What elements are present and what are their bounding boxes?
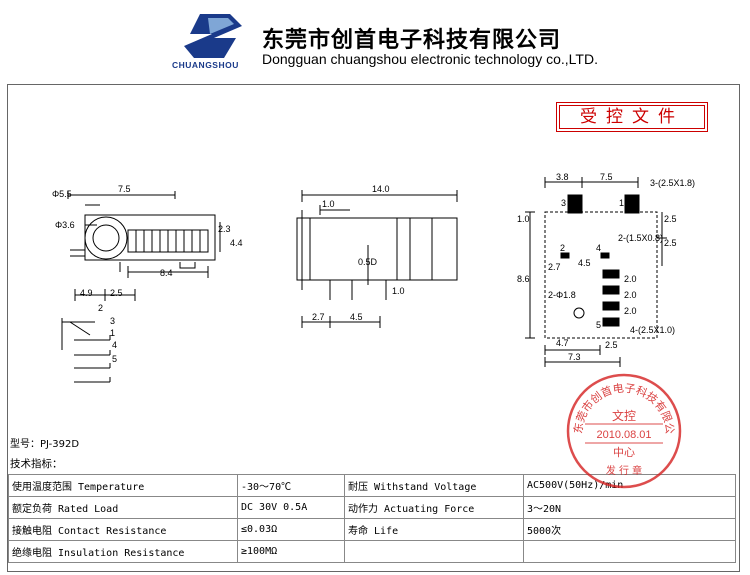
- document-header: CHUANGSHOU 东莞市创首电子科技有限公司 Dongguan chuang…: [0, 0, 750, 82]
- technical-drawing: Φ5.5 7.5 Φ3.6 2.3 4.4 8.4 4.9 2.5 14.0 1…: [52, 172, 695, 383]
- spec-cell: 额定负荷 Rated Load: [8, 496, 238, 519]
- dim-text: 8.6: [517, 274, 530, 284]
- pin-number: 1: [110, 328, 115, 338]
- dim-text: 1.0: [392, 286, 405, 296]
- pad-number: 4: [596, 243, 601, 253]
- dim-text: Φ3.6: [55, 220, 75, 230]
- stamp-line2: 中心: [613, 446, 635, 459]
- logo-wordmark: CHUANGSHOU: [172, 60, 239, 70]
- stamp-ring-text: 东莞市创首电子科技有限公司: [565, 372, 676, 435]
- spec-cell: ≥100MΩ: [237, 540, 345, 563]
- model-value: PJ-392D: [40, 439, 80, 450]
- dim-text: 2.5: [664, 238, 677, 248]
- dim-text: 4.5: [350, 312, 363, 322]
- side-view: [61, 191, 221, 383]
- dim-text: 2.0: [624, 290, 637, 300]
- spec-cell: 5000次: [523, 518, 736, 541]
- spec-cell: -30～70℃: [237, 474, 345, 497]
- controlled-doc-label: 受控文件: [559, 105, 705, 129]
- company-name-cn: 东莞市创首电子科技有限公司: [262, 27, 562, 53]
- dim-text: 7.5: [118, 184, 131, 194]
- spec-cell: [523, 540, 736, 563]
- stamp-date: 2010.08.01: [596, 429, 651, 441]
- spec-title: 技术指标：: [10, 458, 63, 470]
- pin-number: 5: [112, 354, 117, 364]
- stamp-line1: 文控: [612, 408, 636, 423]
- table-row: 使用温度范围 Temperature -30～70℃ 耐压 Withstand …: [8, 474, 736, 497]
- pad-number: 2: [560, 243, 565, 253]
- dim-text: 3.8: [556, 172, 569, 182]
- dim-text: Φ5.5: [52, 189, 72, 199]
- pin-number: 2: [98, 303, 103, 313]
- pin-number: 3: [110, 316, 115, 326]
- spec-cell: 动作力 Actuating Force: [344, 496, 524, 519]
- dim-text: 2.5: [664, 214, 677, 224]
- pad-number: 3: [561, 198, 566, 208]
- spec-cell: ≤0.03Ω: [237, 518, 345, 541]
- spec-cell: 3～20N: [523, 496, 736, 519]
- spec-cell: 绝缘电阻 Insulation Resistance: [8, 540, 238, 563]
- company-seal-stamp: 东莞市创首电子科技有限公司 文控 2010.08.01 中心 发 行 章: [565, 372, 682, 489]
- table-row: 额定负荷 Rated Load DC 30V 0.5A 动作力 Actuatin…: [8, 496, 736, 519]
- spec-cell: 接触电阻 Contact Resistance: [8, 518, 238, 541]
- dim-text: 14.0: [372, 184, 390, 194]
- dim-text: 4.7: [556, 338, 569, 348]
- model-line: 型号：PJ-392D: [10, 435, 79, 450]
- pcb-footprint-view: [525, 177, 667, 367]
- dim-text: 7.5: [600, 172, 613, 182]
- model-label: 型号：: [10, 439, 40, 450]
- dim-text: 0.5D: [358, 257, 378, 267]
- stamp-line3: 发 行 章: [606, 464, 642, 477]
- dim-text: 2-Φ1.8: [548, 290, 576, 300]
- company-logo-icon: [184, 14, 242, 58]
- front-view: [296, 190, 458, 328]
- pad-number: 5: [596, 320, 601, 330]
- dim-text: 2.3: [218, 224, 231, 234]
- dim-text: 1.0: [322, 199, 335, 209]
- dim-text: 2.0: [624, 274, 637, 284]
- spec-cell: [344, 540, 524, 563]
- spec-cell: 使用温度范围 Temperature: [8, 474, 238, 497]
- svg-text:东莞市创首电子科技有限公司: 东莞市创首电子科技有限公司: [565, 372, 676, 435]
- dim-text: 2.5: [605, 340, 618, 350]
- dim-text: 4.9: [80, 288, 93, 298]
- dim-text: 2.7: [312, 312, 325, 322]
- dim-text: 4.5: [578, 258, 591, 268]
- dim-text: 2-(1.5X0.8): [618, 233, 663, 243]
- drawing-frame: [7, 84, 740, 572]
- dim-text: 1.0: [517, 214, 530, 224]
- dim-text: 3-(2.5X1.8): [650, 178, 695, 188]
- dim-text: 4-(2.5X1.0): [630, 325, 675, 335]
- table-row: 绝缘电阻 Insulation Resistance ≥100MΩ: [8, 540, 736, 563]
- dim-text: 8.4: [160, 268, 173, 278]
- spec-table: 使用温度范围 Temperature -30～70℃ 耐压 Withstand …: [8, 474, 736, 563]
- dim-text: 4.4: [230, 238, 243, 248]
- controlled-doc-box: [556, 102, 708, 132]
- spec-cell: 耐压 Withstand Voltage: [344, 474, 524, 497]
- company-name-en: Dongguan chuangshou electronic technolog…: [262, 51, 598, 67]
- pad-number: 1: [619, 198, 624, 208]
- dim-text: 2.0: [624, 306, 637, 316]
- table-row: 接触电阻 Contact Resistance ≤0.03Ω 寿命 Life 5…: [8, 518, 736, 541]
- spec-cell: DC 30V 0.5A: [237, 496, 345, 519]
- dim-text: 2.7: [548, 262, 561, 272]
- pin-number: 4: [112, 340, 117, 350]
- spec-cell: 寿命 Life: [344, 518, 524, 541]
- dim-text: 7.3: [568, 352, 581, 362]
- dim-text: 2.5: [110, 288, 123, 298]
